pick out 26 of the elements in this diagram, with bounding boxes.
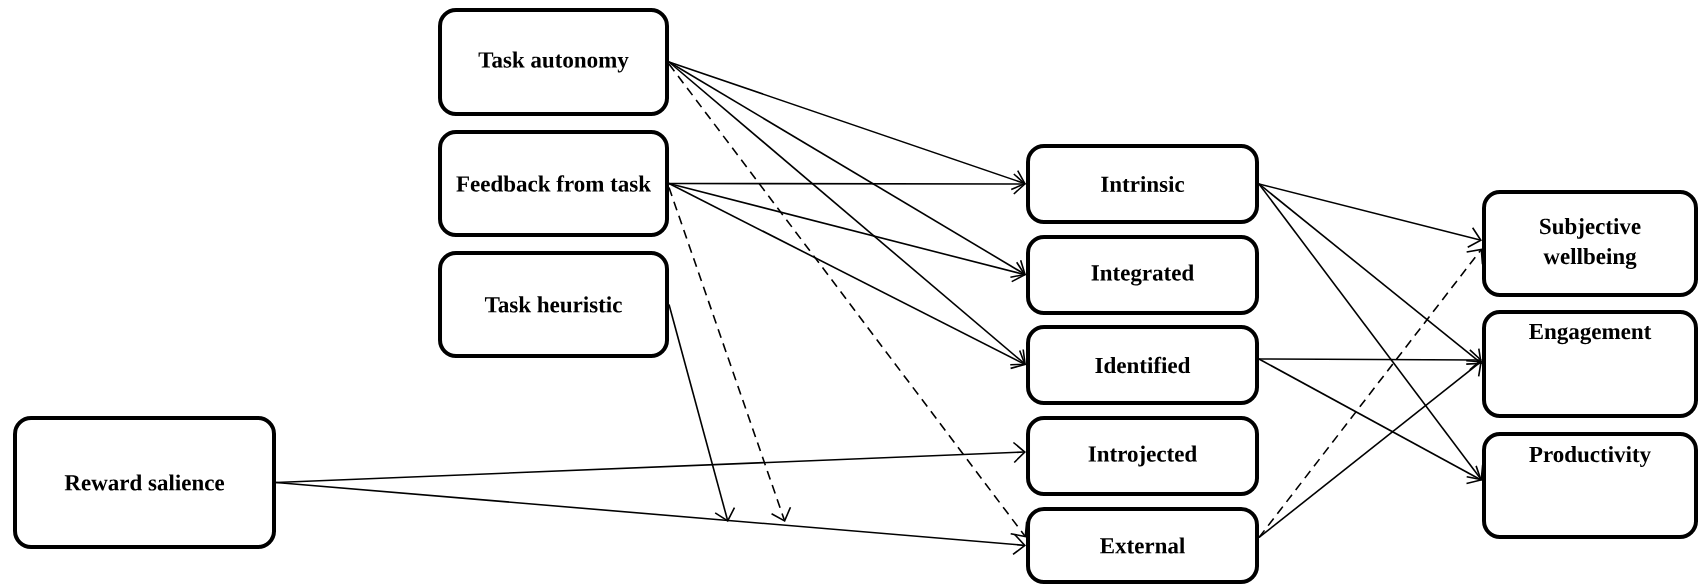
arrow (668, 182, 1026, 370)
arrow (1258, 183, 1482, 248)
arrow (668, 303, 736, 522)
arrow (668, 61, 1026, 191)
arrow (668, 61, 1026, 366)
motivation-box: Intrinsic (1026, 144, 1259, 224)
arrow (1258, 359, 1482, 539)
outcome-box: Subjective wellbeing (1482, 190, 1698, 297)
factor-box: Reward salience (13, 416, 276, 549)
factor-box: Feedback from task (438, 130, 669, 237)
factor-box: Task autonomy (438, 8, 669, 116)
factor-box: Task heuristic (438, 251, 669, 358)
motivation-box: External (1026, 507, 1259, 584)
arrow (1258, 183, 1482, 365)
arrow (668, 186, 792, 522)
outcome-box: Productivity (1482, 432, 1698, 539)
arrow (1258, 183, 1484, 481)
arrow (1258, 349, 1482, 371)
motivation-box: Integrated (1026, 235, 1259, 315)
motivation-box: Identified (1026, 325, 1259, 405)
outcome-box: Engagement (1482, 310, 1698, 418)
arrow (275, 481, 1026, 556)
motivation-box: Introjected (1026, 416, 1259, 496)
arrow (668, 182, 1026, 283)
arrow (1258, 358, 1482, 485)
arrow (668, 63, 1028, 538)
